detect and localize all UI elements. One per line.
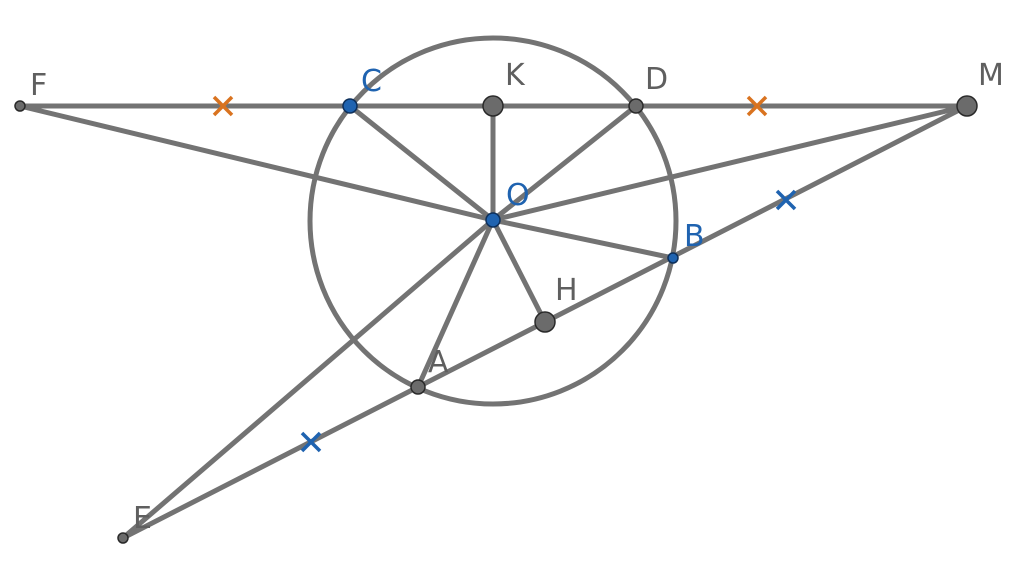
segment-ob — [490, 217, 676, 261]
segment-om — [490, 103, 970, 223]
label-o: O — [506, 178, 530, 213]
segment-fo — [17, 103, 496, 223]
segment-oa — [415, 217, 496, 390]
point-o[interactable] — [485, 212, 501, 228]
segment-oh — [490, 217, 548, 325]
label-e: E — [133, 501, 152, 536]
point-d[interactable] — [628, 98, 644, 114]
point-h[interactable] — [534, 311, 556, 333]
label-f: F — [30, 68, 47, 103]
equal-mark-bm — [775, 189, 797, 211]
point-a[interactable] — [410, 379, 426, 395]
point-f[interactable] — [14, 100, 26, 112]
label-c: C — [361, 64, 382, 99]
label-b: B — [684, 219, 705, 254]
segment-od — [490, 103, 639, 223]
equal-mark-fc — [212, 95, 234, 117]
label-d: D — [645, 62, 668, 97]
segment-oc — [347, 103, 496, 223]
equal-mark-dm — [746, 95, 768, 117]
circle-o — [307, 35, 679, 407]
label-a: A — [428, 345, 449, 380]
label-m: M — [978, 58, 1004, 93]
point-k[interactable] — [482, 95, 504, 117]
label-h: H — [555, 273, 578, 308]
label-k: K — [505, 58, 526, 93]
equal-mark-ea — [300, 431, 322, 453]
point-c[interactable] — [342, 98, 358, 114]
point-m[interactable] — [956, 95, 978, 117]
segment-oe — [120, 217, 496, 541]
point-b[interactable] — [667, 252, 679, 264]
point-e[interactable] — [117, 532, 129, 544]
